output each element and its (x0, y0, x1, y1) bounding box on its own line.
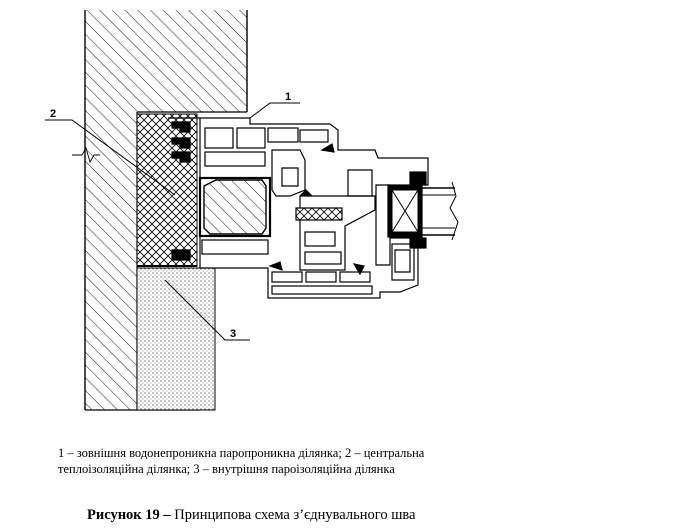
legend-line-2: теплоізоляційна ділянка; 3 – внутрішня п… (58, 462, 395, 476)
wall (72, 10, 248, 411)
plaster-zone (136, 267, 216, 411)
glazing-unit (387, 171, 459, 249)
callout-leaders (45, 102, 300, 341)
figure-caption: Рисунок 19 – Принципова схема з’єднуваль… (0, 507, 675, 524)
figure-title: Принципова схема з’єднувального шва (170, 507, 416, 523)
callout-1: 1 (285, 91, 291, 103)
figure-label: Рисунок 19 – (87, 507, 171, 523)
legend-line-1: 1 – зовнішня водонепроникна паропроникна… (58, 446, 425, 460)
joint-diagram: 1 2 3 (45, 10, 459, 411)
callout-2: 2 (50, 108, 56, 120)
insulation-zone (136, 113, 198, 267)
callout-3: 3 (230, 328, 236, 340)
